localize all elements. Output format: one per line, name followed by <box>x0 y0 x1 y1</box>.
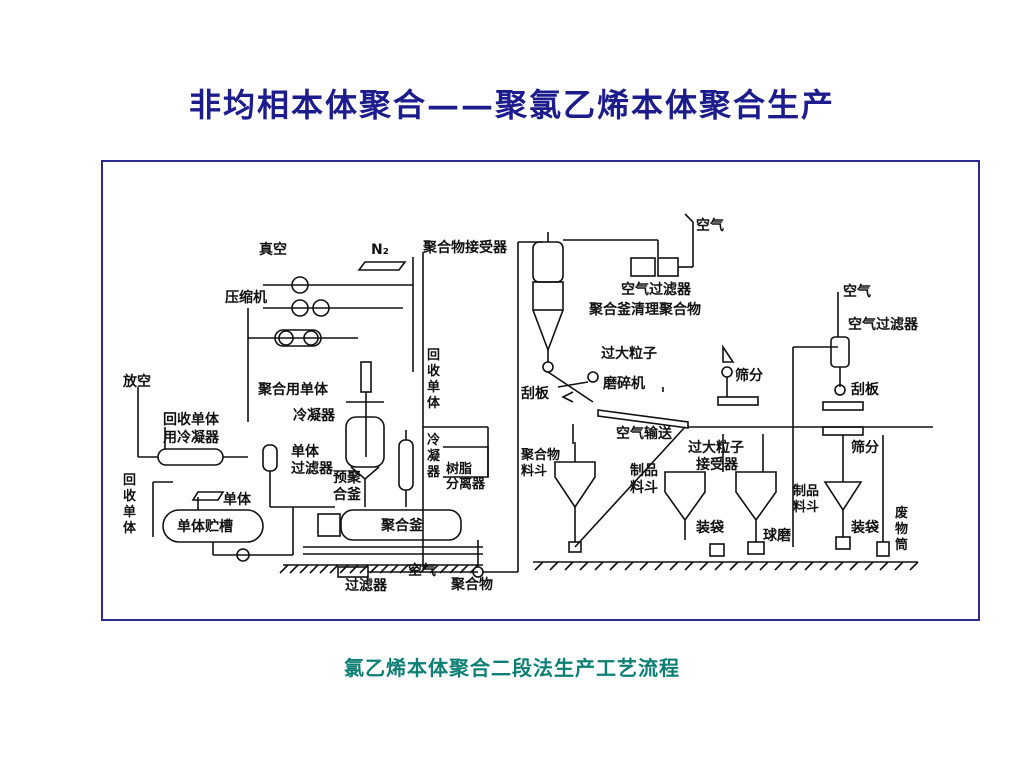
ground-hatch-right <box>534 561 919 571</box>
waste-drum <box>876 541 890 557</box>
ball-mill <box>747 541 765 555</box>
prepolymerizer-motor <box>360 361 372 393</box>
label-recovered-l-3: 单 <box>123 504 136 520</box>
label-oversize-particles: 过大粒子 <box>601 345 657 362</box>
slide-title: 非均相本体聚合——聚氯乙烯本体聚合生产 <box>188 86 835 124</box>
oversize-receiver <box>735 471 777 522</box>
label-sieving-top: 筛分 <box>735 367 763 384</box>
label-monomer-tank: 单体贮槽 <box>177 518 233 535</box>
polymer-receiver-body <box>532 281 564 311</box>
label-scraper-left: 刮板 <box>521 385 550 402</box>
label-condenser-v-1: 冷 <box>427 432 440 448</box>
scraper-right-icon <box>834 384 846 396</box>
polymer-receiver-top <box>532 241 564 283</box>
screen-right-2 <box>822 426 864 436</box>
chute-left <box>597 409 689 429</box>
label-condenser: 冷凝器 <box>293 407 336 424</box>
label-monomer-filter-1: 单体 <box>291 443 320 460</box>
label-grinder: 磨碎机 <box>603 375 645 392</box>
label-recovered-r-1: 回 <box>427 348 440 363</box>
label-prepolymerizer-2: 合釜 <box>333 486 362 503</box>
label-recovered-l-1: 回 <box>123 473 136 488</box>
monomer-filter <box>262 444 278 472</box>
label-polymer-receiver: 聚合物接受器 <box>422 239 508 256</box>
polymerizer-vessel <box>340 509 462 541</box>
label-n2: N₂ <box>371 242 389 258</box>
ground-hatch-left <box>279 564 479 574</box>
n2-flag-icon <box>357 261 407 271</box>
diagram-caption: 氯乙烯本体聚合二段法生产工艺流程 <box>344 656 680 680</box>
label-air-filter-top: 空气过滤器 <box>621 281 692 298</box>
label-condenser-v-3: 器 <box>426 465 441 480</box>
label-monomer: 单体 <box>223 491 252 508</box>
polymer-hopper <box>554 461 596 509</box>
screen-top <box>717 396 759 406</box>
label-product-hopper-2: 料斗 <box>630 479 658 496</box>
prepolymerizer-vessel <box>345 416 385 468</box>
grinder-icon <box>587 371 599 383</box>
label-bagging-right: 装袋 <box>850 519 880 536</box>
label-polymerization-monomer: 聚合用单体 <box>257 381 329 398</box>
label-air-top: 空气 <box>696 217 724 234</box>
label-vacuum: 真空 <box>259 241 287 258</box>
label-air-conveying: 空气输送 <box>616 425 673 442</box>
label-resin-separator-1: 树脂 <box>446 461 472 477</box>
label-recovered-r-3: 单 <box>427 379 440 395</box>
label-air-bottom: 空气 <box>408 562 436 579</box>
label-waste-drum-2: 物 <box>895 521 908 537</box>
valve-icon-3 <box>542 361 554 373</box>
label-prepolymerizer-1: 预聚 <box>333 470 362 486</box>
label-condenser-line2: 用冷凝器 <box>163 429 220 446</box>
label-recovered-l-2: 收 <box>123 488 137 504</box>
label-sieving-right: 筛分 <box>851 439 879 456</box>
bagging-machine-right <box>835 536 851 550</box>
label-polymer: 聚合物 <box>450 576 493 593</box>
label-scraper-right: 刮板 <box>851 381 880 398</box>
label-polymer-hopper-2: 料斗 <box>521 463 547 479</box>
polymer-receiver-cone <box>532 309 564 353</box>
polymer-hopper-outlet <box>568 541 582 553</box>
bagging-machine-mid <box>709 543 725 557</box>
product-hopper-right <box>823 481 863 512</box>
label-vent: 放空 <box>122 373 151 390</box>
label-product-hopper-r-1: 制品 <box>793 483 819 499</box>
label-waste-drum-3: 筒 <box>895 537 908 553</box>
label-kettle-cleaning: 聚合釜清理聚合物 <box>588 301 701 318</box>
label-product-hopper-1: 制品 <box>630 462 658 479</box>
label-polymerizer: 聚合釜 <box>380 517 424 534</box>
air-conveying-line <box>574 426 686 548</box>
process-flow-diagram: 真空 N₂ 压缩机 放空 回收单体 用冷凝器 回 收 单 体 单体 单体贮槽 单… <box>101 160 980 621</box>
label-condenser-line1: 回收单体 <box>163 411 220 428</box>
label-polymer-hopper-1: 聚合物 <box>520 447 560 463</box>
label-condenser-v-2: 凝 <box>427 448 441 464</box>
label-ball-mill: 球磨 <box>763 527 792 544</box>
monomer-flag-icon <box>191 491 225 501</box>
label-resin-separator-2: 分离器 <box>446 476 486 492</box>
screen-right <box>822 401 864 411</box>
air-filter-top-unit <box>657 257 679 277</box>
label-product-hopper-r-2: 料斗 <box>793 499 819 515</box>
label-waste-drum-1: 废 <box>895 505 908 521</box>
product-hopper-mid <box>664 471 706 522</box>
label-oversize-receiver-1: 过大粒子 <box>688 439 744 456</box>
air-filter-right <box>830 336 850 368</box>
label-monomer-filter-2: 过滤器 <box>291 460 334 477</box>
label-recovered-r-4: 体 <box>427 395 441 411</box>
label-oversize-receiver-2: 接受器 <box>696 456 739 473</box>
label-bagging-mid: 装袋 <box>695 519 725 536</box>
label-air-right: 空气 <box>843 283 871 300</box>
polymerizer-motor <box>317 513 341 537</box>
label-filter: 过滤器 <box>345 577 388 594</box>
label-compressor: 压缩机 <box>225 289 267 306</box>
label-air-filter-right: 空气过滤器 <box>848 316 919 333</box>
air-filter-top <box>630 257 656 277</box>
vertical-condenser <box>398 439 414 491</box>
label-recovered-l-4: 体 <box>123 520 137 536</box>
process-flow-svg: 真空 N₂ 压缩机 放空 回收单体 用冷凝器 回 收 单 体 单体 单体贮槽 单… <box>122 213 933 594</box>
label-recovered-r-2: 收 <box>427 363 441 379</box>
recovered-monomer-condenser <box>157 448 224 466</box>
sieving-top-icon <box>722 344 735 363</box>
